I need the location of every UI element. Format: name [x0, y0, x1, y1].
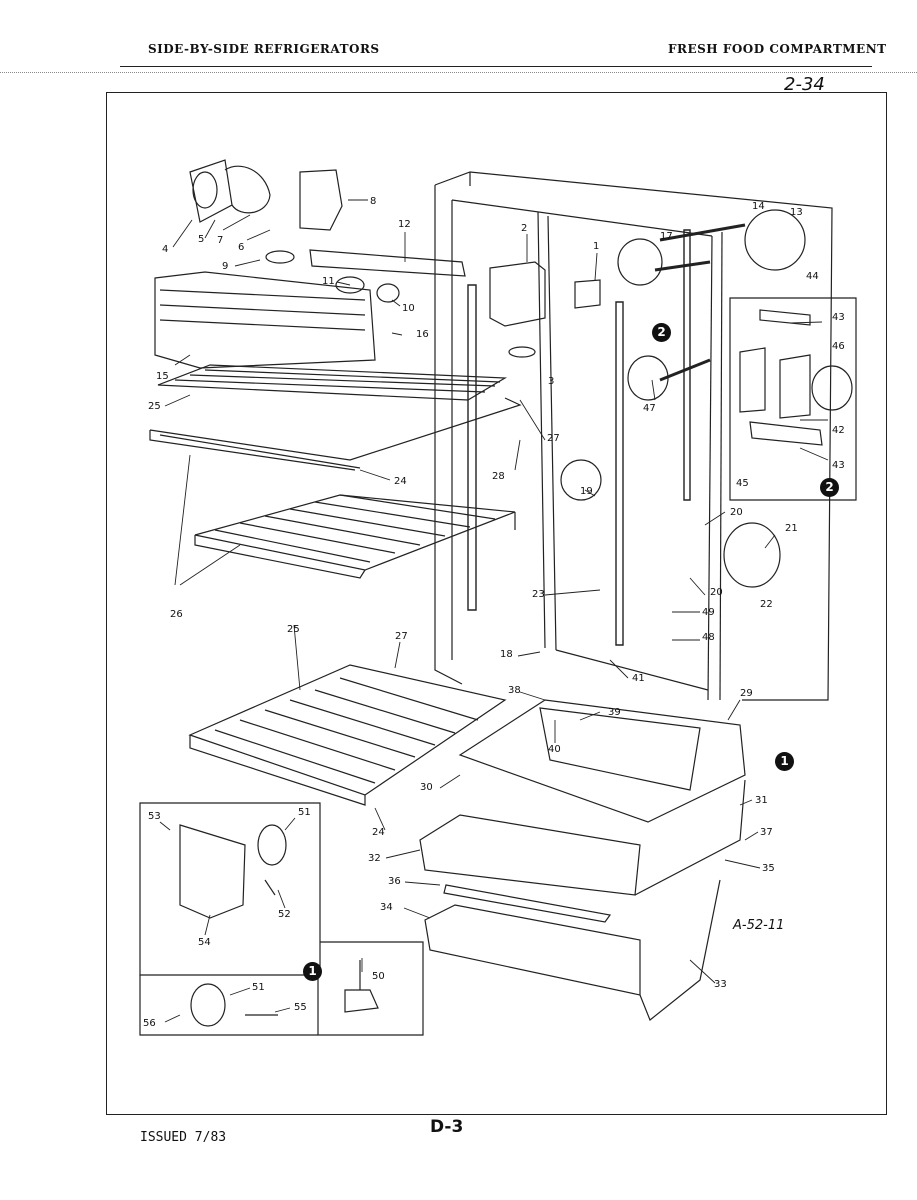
part-label-49: 49: [702, 607, 715, 618]
part-label-3: 3: [548, 376, 555, 387]
part-label-40: 40: [548, 744, 561, 755]
callout-1-right: 1: [775, 752, 794, 771]
part-label-30: 30: [420, 782, 433, 793]
part-label-28: 28: [492, 471, 505, 482]
crisper-drawers: [419, 699, 746, 1021]
part-label-1: 1: [593, 241, 600, 252]
header-rule: [120, 66, 872, 67]
part-label-27-mid: 27: [395, 631, 408, 642]
header-right-title: FRESH FOOD COMPARTMENT: [668, 42, 887, 56]
part-label-2: 2: [521, 223, 528, 234]
part-label-52: 52: [278, 909, 291, 920]
part-label-19: 19: [580, 486, 593, 497]
issued-date: ISSUED 7/83: [140, 1130, 227, 1145]
part-label-50: 50: [372, 971, 385, 982]
part-label-31: 31: [755, 795, 768, 806]
part-label-9: 9: [222, 261, 229, 272]
part-label-32: 32: [368, 853, 381, 864]
detail-insets: [560, 209, 857, 588]
figure-code: A-52-11: [733, 918, 785, 933]
part-label-54: 54: [198, 937, 211, 948]
part-label-7: 7: [217, 235, 224, 246]
shelf-ladder-rails: [467, 229, 691, 646]
part-label-51-lower: 51: [252, 982, 265, 993]
part-label-8: 8: [370, 196, 377, 207]
part-label-37: 37: [760, 827, 773, 838]
part-label-43-lower: 43: [832, 460, 845, 471]
part-label-29: 29: [740, 688, 753, 699]
part-label-27-top: 27: [547, 433, 560, 444]
callout-1-inset: 1: [303, 962, 322, 981]
part-label-47: 47: [643, 403, 656, 414]
part-label-42: 42: [832, 425, 845, 436]
part-label-46: 46: [832, 341, 845, 352]
part-label-25-mid: 25: [287, 624, 300, 635]
callout-2-upper: 2: [652, 323, 671, 342]
part-label-6: 6: [238, 242, 245, 253]
part-label-16: 16: [416, 329, 429, 340]
part-label-53: 53: [148, 811, 161, 822]
part-label-43-upper: 43: [832, 312, 845, 323]
part-label-24-top: 24: [394, 476, 407, 487]
part-label-56: 56: [143, 1018, 156, 1029]
diagram-frame: [106, 92, 887, 1115]
part-label-5: 5: [198, 234, 205, 245]
part-label-23: 23: [532, 589, 545, 600]
part-label-34: 34: [380, 902, 393, 913]
control-panel-box: [154, 249, 466, 369]
part-label-48: 48: [702, 632, 715, 643]
part-label-45: 45: [736, 478, 749, 489]
part-label-35: 35: [762, 863, 775, 874]
part-label-22: 22: [760, 599, 773, 610]
top-wire-shelf: [149, 364, 522, 471]
handwritten-note: 2-34: [784, 74, 825, 95]
callout-2-lower: 2: [820, 478, 839, 497]
part-label-17: 17: [660, 231, 673, 242]
part-label-15: 15: [156, 371, 169, 382]
part-label-4: 4: [162, 244, 169, 255]
part-label-38: 38: [508, 685, 521, 696]
bottom-wire-shelf: [188, 664, 507, 806]
part-label-36: 36: [388, 876, 401, 887]
middle-wire-shelf: [194, 494, 516, 579]
control-housing-parts: [189, 159, 601, 358]
part-label-12: 12: [398, 219, 411, 230]
cabinet-liner: [434, 171, 833, 701]
part-label-33: 33: [714, 979, 727, 990]
part-label-39: 39: [608, 707, 621, 718]
part-label-44: 44: [806, 271, 819, 282]
page-number: D-3: [430, 1117, 464, 1137]
part-label-14: 14: [752, 201, 765, 212]
part-label-21: 21: [785, 523, 798, 534]
part-label-26: 26: [170, 609, 183, 620]
part-label-55: 55: [294, 1002, 307, 1013]
part-label-10: 10: [402, 303, 415, 314]
leader-lines: [159, 199, 829, 1023]
part-label-41: 41: [632, 673, 645, 684]
header-left-title: SIDE-BY-SIDE REFRIGERATORS: [148, 42, 380, 56]
roller-detail-boxes: [139, 802, 424, 1036]
part-label-25-top: 25: [148, 401, 161, 412]
part-label-11: 11: [322, 276, 335, 287]
part-label-20-lower: 20: [710, 587, 723, 598]
part-label-20-upper: 20: [730, 507, 743, 518]
part-label-13: 13: [790, 207, 803, 218]
part-label-51-upper: 51: [298, 807, 311, 818]
part-label-24-bottom: 24: [372, 827, 385, 838]
part-label-18: 18: [500, 649, 513, 660]
scan-dotted-line: [0, 72, 917, 73]
